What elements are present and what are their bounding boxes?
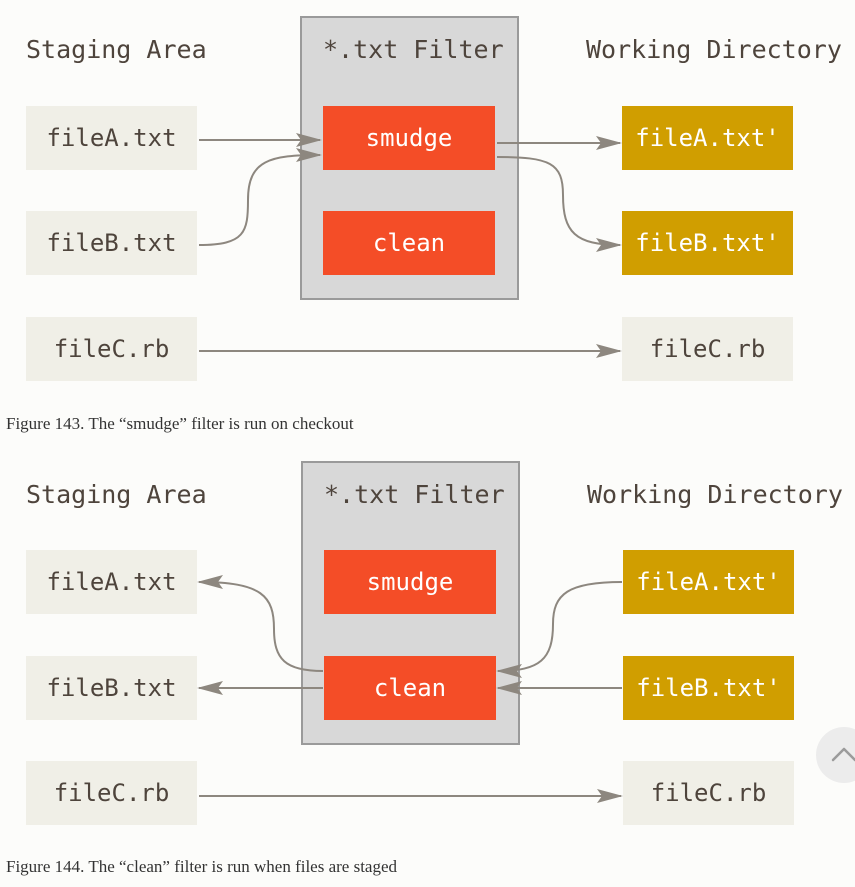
working-file-c: fileC.rb [622,317,793,381]
arrow-smudge-to-fileb-wd [496,156,622,252]
clean-flow-arrows [197,575,623,803]
arrow-fileb-to-smudge [198,148,322,246]
figure-143-caption: Figure 143. The “smudge” filter is run o… [6,414,354,433]
txt-filter-title: *.txt Filter [324,480,505,509]
scroll-to-top-button[interactable] [816,727,855,783]
staging-file-c: fileC.rb [26,761,197,825]
smudge-diagram: Staging Area Working Directory *.txt Fil… [0,0,855,405]
working-file-b: fileB.txt' [622,211,793,275]
working-directory-title: Working Directory [587,480,843,509]
txt-filter-title: *.txt Filter [323,35,504,64]
clean-filter-box: clean [323,211,495,275]
working-file-a: fileA.txt' [623,550,794,614]
working-file-b: fileB.txt' [623,656,794,720]
working-file-c: fileC.rb [623,761,794,825]
staging-file-b: fileB.txt [26,656,197,720]
staging-file-a: fileA.txt [26,106,197,170]
clean-diagram: Staging Area Working Directory *.txt Fil… [0,444,855,849]
working-file-a: fileA.txt' [622,106,793,170]
smudge-filter-box: smudge [323,106,495,170]
arrow-clean-to-filea [197,575,324,672]
chevron-up-icon [831,747,855,762]
arrow-filea-wd-to-clean [496,581,623,678]
smudge-filter-box: smudge [324,550,496,614]
clean-filter-box: clean [324,656,496,720]
staging-file-b: fileB.txt [26,211,197,275]
working-directory-title: Working Directory [586,35,842,64]
staging-file-a: fileA.txt [26,550,197,614]
staging-area-title: Staging Area [26,35,207,64]
staging-area-title: Staging Area [26,480,207,509]
smudge-flow-arrows [198,133,622,358]
figure-144-caption: Figure 144. The “clean” filter is run wh… [6,857,398,876]
staging-file-c: fileC.rb [26,317,197,381]
